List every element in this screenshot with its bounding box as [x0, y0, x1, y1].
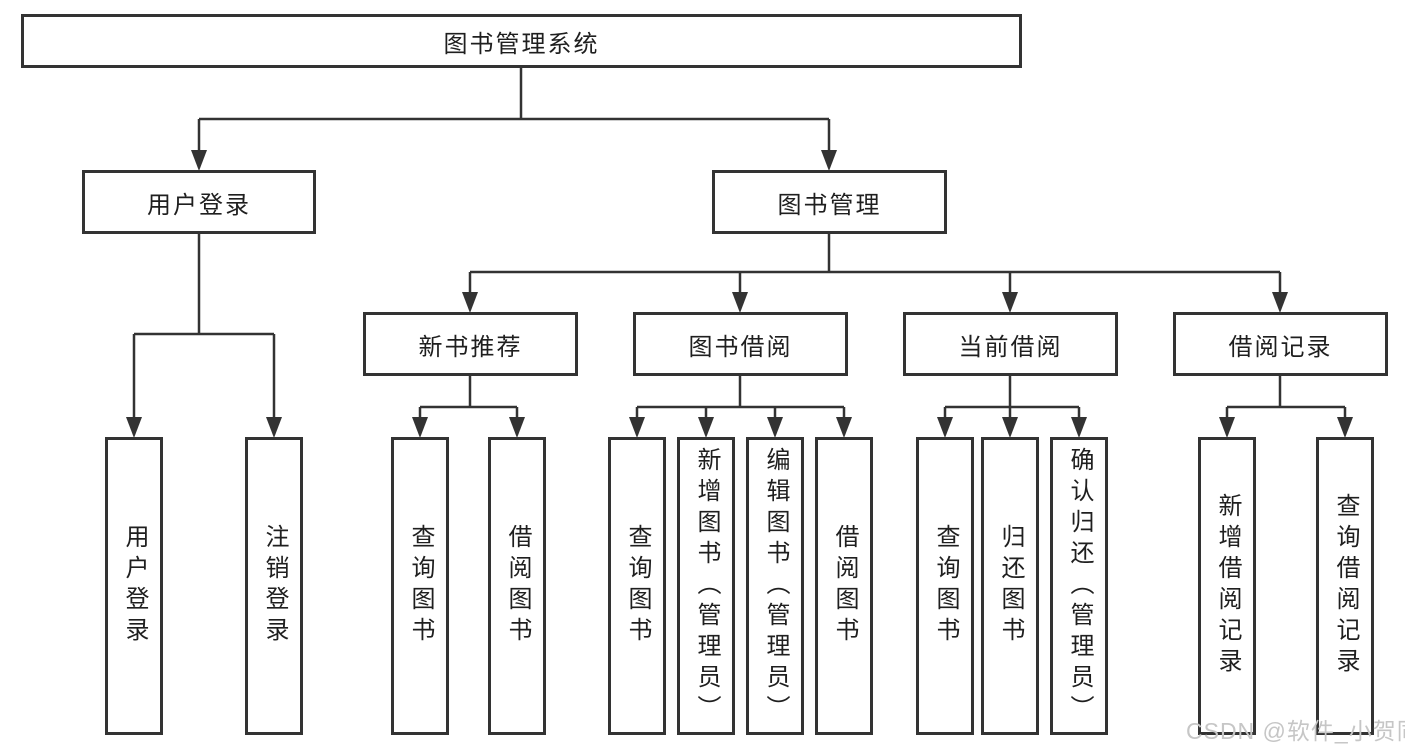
node-user-login: 用户登录	[82, 170, 316, 234]
node-new-book-recommendation-label: 新书推荐	[418, 333, 523, 361]
node-root: 图书管理系统	[21, 14, 1022, 68]
leaf-confirm-return-admin: 确认归还（管理员）	[1050, 437, 1108, 735]
leaf-borrow-books: 借阅图书	[815, 437, 873, 735]
leaf-user-login-label: 用户登录	[121, 524, 148, 648]
leaf-query-borrow-record: 查询借阅记录	[1316, 437, 1374, 735]
leaf-edit-book-admin: 编辑图书（管理员）	[746, 437, 804, 735]
leaf-add-borrow-record: 新增借阅记录	[1198, 437, 1256, 735]
leaf-add-book-admin-label: 新增图书（管理员）	[693, 446, 720, 726]
node-book-management: 图书管理	[712, 170, 947, 234]
leaf-query-books-current-label: 查询图书	[932, 524, 959, 648]
leaf-edit-book-admin-label: 编辑图书（管理员）	[762, 446, 789, 726]
node-current-borrowing: 当前借阅	[903, 312, 1118, 376]
leaf-query-books-current: 查询图书	[916, 437, 974, 735]
node-borrowing-records-label: 借阅记录	[1228, 333, 1333, 361]
node-book-management-label: 图书管理	[777, 191, 882, 219]
node-root-label: 图书管理系统	[443, 30, 600, 58]
leaf-borrow-books-label: 借阅图书	[831, 524, 858, 648]
leaf-add-borrow-record-label: 新增借阅记录	[1214, 493, 1241, 679]
leaf-confirm-return-admin-label: 确认归还（管理员）	[1066, 446, 1093, 726]
leaf-return-books-label: 归还图书	[997, 524, 1024, 648]
leaf-query-books-recommend-label: 查询图书	[407, 524, 434, 648]
leaf-return-books: 归还图书	[981, 437, 1039, 735]
node-book-borrowing: 图书借阅	[633, 312, 848, 376]
leaf-logout-label: 注销登录	[261, 524, 288, 648]
leaf-borrow-books-recommend-label: 借阅图书	[504, 524, 531, 648]
node-book-borrowing-label: 图书借阅	[688, 333, 793, 361]
node-current-borrowing-label: 当前借阅	[958, 333, 1063, 361]
leaf-query-books-recommend: 查询图书	[391, 437, 449, 735]
leaf-add-book-admin: 新增图书（管理员）	[677, 437, 735, 735]
watermark: CSDN @软件_小贺同学	[1186, 718, 1405, 744]
leaf-query-books-borrow: 查询图书	[608, 437, 666, 735]
node-borrowing-records: 借阅记录	[1173, 312, 1388, 376]
leaf-query-books-borrow-label: 查询图书	[624, 524, 651, 648]
leaf-user-login: 用户登录	[105, 437, 163, 735]
leaf-query-borrow-record-label: 查询借阅记录	[1332, 493, 1359, 679]
leaf-borrow-books-recommend: 借阅图书	[488, 437, 546, 735]
node-user-login-label: 用户登录	[147, 191, 251, 219]
node-new-book-recommendation: 新书推荐	[363, 312, 578, 376]
leaf-logout: 注销登录	[245, 437, 303, 735]
